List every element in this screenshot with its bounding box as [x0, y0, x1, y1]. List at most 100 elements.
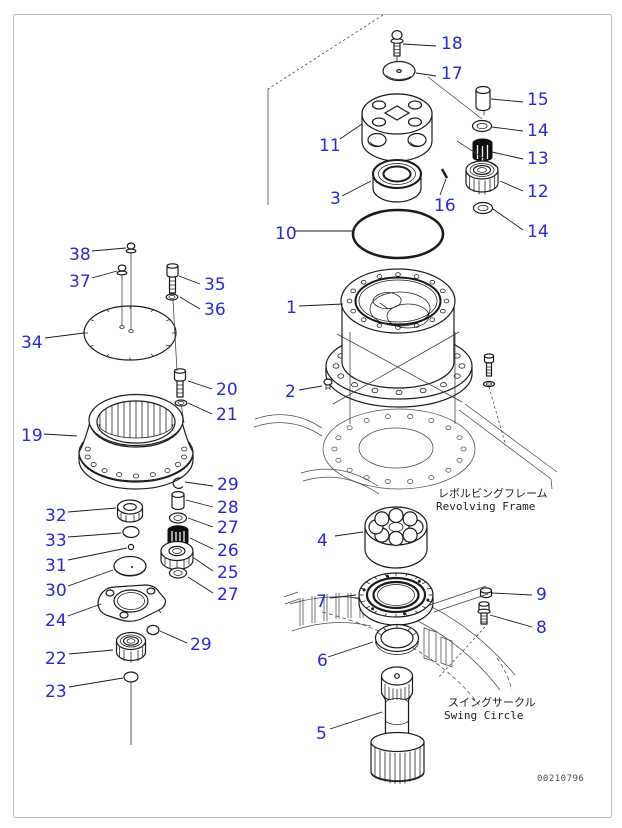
callout-5: 5 [316, 724, 327, 744]
leader-line-30 [67, 569, 114, 587]
leader-line-34 [44, 332, 85, 339]
leader-line-13 [491, 151, 524, 160]
part-30-plate [113, 555, 147, 577]
part-19-ring-gear [78, 393, 194, 490]
leader-line-24 [67, 603, 102, 617]
callout-26: 26 [217, 541, 239, 561]
callout-1: 1 [286, 298, 297, 318]
leader-line-36 [179, 296, 201, 310]
callout-34: 34 [21, 333, 43, 353]
part-18-bolt [390, 30, 404, 64]
part-14-washer-upper [471, 119, 493, 133]
callout-28: 28 [217, 498, 239, 518]
callout-33: 33 [45, 531, 67, 551]
leader-line-8 [489, 614, 533, 628]
part-6-seal-ring [374, 623, 420, 655]
projection-lines [121, 14, 498, 679]
leader-line-4 [334, 531, 364, 537]
leader-line-22 [68, 649, 114, 655]
callout-4: 4 [317, 531, 328, 551]
part-33-disc [122, 525, 140, 539]
callout-6: 6 [317, 651, 328, 671]
leader-line-11 [339, 123, 363, 140]
callout-20: 20 [216, 380, 238, 400]
part-31-ball [127, 543, 135, 551]
callout-35: 35 [204, 275, 226, 295]
part-27-washer-upper [168, 512, 188, 524]
callout-2: 2 [285, 382, 296, 402]
leader-line-14 [491, 126, 524, 132]
part-25-gear [160, 540, 194, 571]
callout-27: 27 [217, 585, 239, 605]
part-5-pinion-shaft [370, 666, 425, 784]
leader-line-29 [184, 481, 214, 487]
callout-11: 11 [319, 136, 341, 156]
part-20-bolt [173, 368, 187, 398]
part-24-carrier [97, 584, 166, 622]
callout-16: 16 [434, 196, 456, 216]
part-27-washer-lower [168, 567, 188, 579]
callout-36: 36 [204, 300, 226, 320]
document-number: 00210796 [537, 774, 584, 784]
part-32-nut [116, 499, 144, 523]
leader-line-38 [91, 247, 127, 252]
part-2-plug [323, 378, 333, 390]
part-11-coupling-hub [361, 93, 433, 162]
leader-line-25 [193, 557, 214, 572]
leader-line-9 [491, 592, 533, 596]
part-14-washer-lower [472, 201, 494, 215]
callout-8: 8 [536, 618, 547, 638]
callout-15: 15 [527, 90, 549, 110]
revolving-frame-ghost [253, 403, 558, 495]
callout-18: 18 [441, 34, 463, 54]
callout-23: 23 [45, 682, 67, 702]
leader-line-18 [402, 43, 437, 47]
leader-line-1 [298, 303, 344, 307]
leader-line-27 [187, 517, 214, 528]
leader-line-33 [67, 532, 122, 538]
callout-29: 29 [217, 475, 239, 495]
swing-circle-label-jp: スイングサークル [448, 695, 536, 709]
leader-line-5 [329, 711, 383, 730]
callout-13: 13 [527, 149, 549, 169]
callout-31: 31 [45, 556, 67, 576]
callout-22: 22 [45, 649, 67, 669]
part-29-snap-ring-upper [172, 477, 184, 489]
callout-38: 38 [69, 245, 91, 265]
part-16-pin [440, 168, 449, 179]
leader-line-21 [187, 402, 213, 415]
callout-19: 19 [21, 426, 43, 446]
leader-line-31 [67, 547, 128, 561]
part-15-pin [475, 85, 491, 115]
leader-line-23 [68, 677, 124, 688]
part-1-swing-case [325, 268, 473, 408]
callout-12: 12 [527, 182, 549, 202]
revolving-frame-label-en: Revolving Frame [436, 500, 535, 513]
leader-line-32 [67, 507, 117, 513]
leader-line-37 [91, 270, 118, 279]
leader-line-16 [439, 178, 447, 196]
part-4-ball-bearing [364, 506, 428, 569]
part-17-disc [382, 60, 416, 82]
leader-line-6 [327, 641, 374, 658]
callout-30: 30 [45, 581, 67, 601]
callout-29: 29 [190, 635, 212, 655]
callout-37: 37 [69, 272, 91, 292]
leader-line-27 [187, 576, 214, 594]
callout-27: 27 [217, 518, 239, 538]
leader-line-14 [492, 208, 524, 231]
callout-14: 14 [527, 222, 549, 242]
leader-line-19 [43, 433, 78, 437]
part-35-bolt [166, 263, 179, 294]
part-28-pin [171, 490, 185, 511]
leader-line-2 [298, 385, 323, 391]
part-22-coupling [115, 631, 147, 663]
part-34-cover [83, 305, 177, 361]
callout-25: 25 [217, 563, 239, 583]
part-23-plug [123, 671, 139, 745]
part-12-coupling [465, 160, 499, 195]
callout-14: 14 [527, 121, 549, 141]
part-10-o-ring [351, 208, 445, 260]
